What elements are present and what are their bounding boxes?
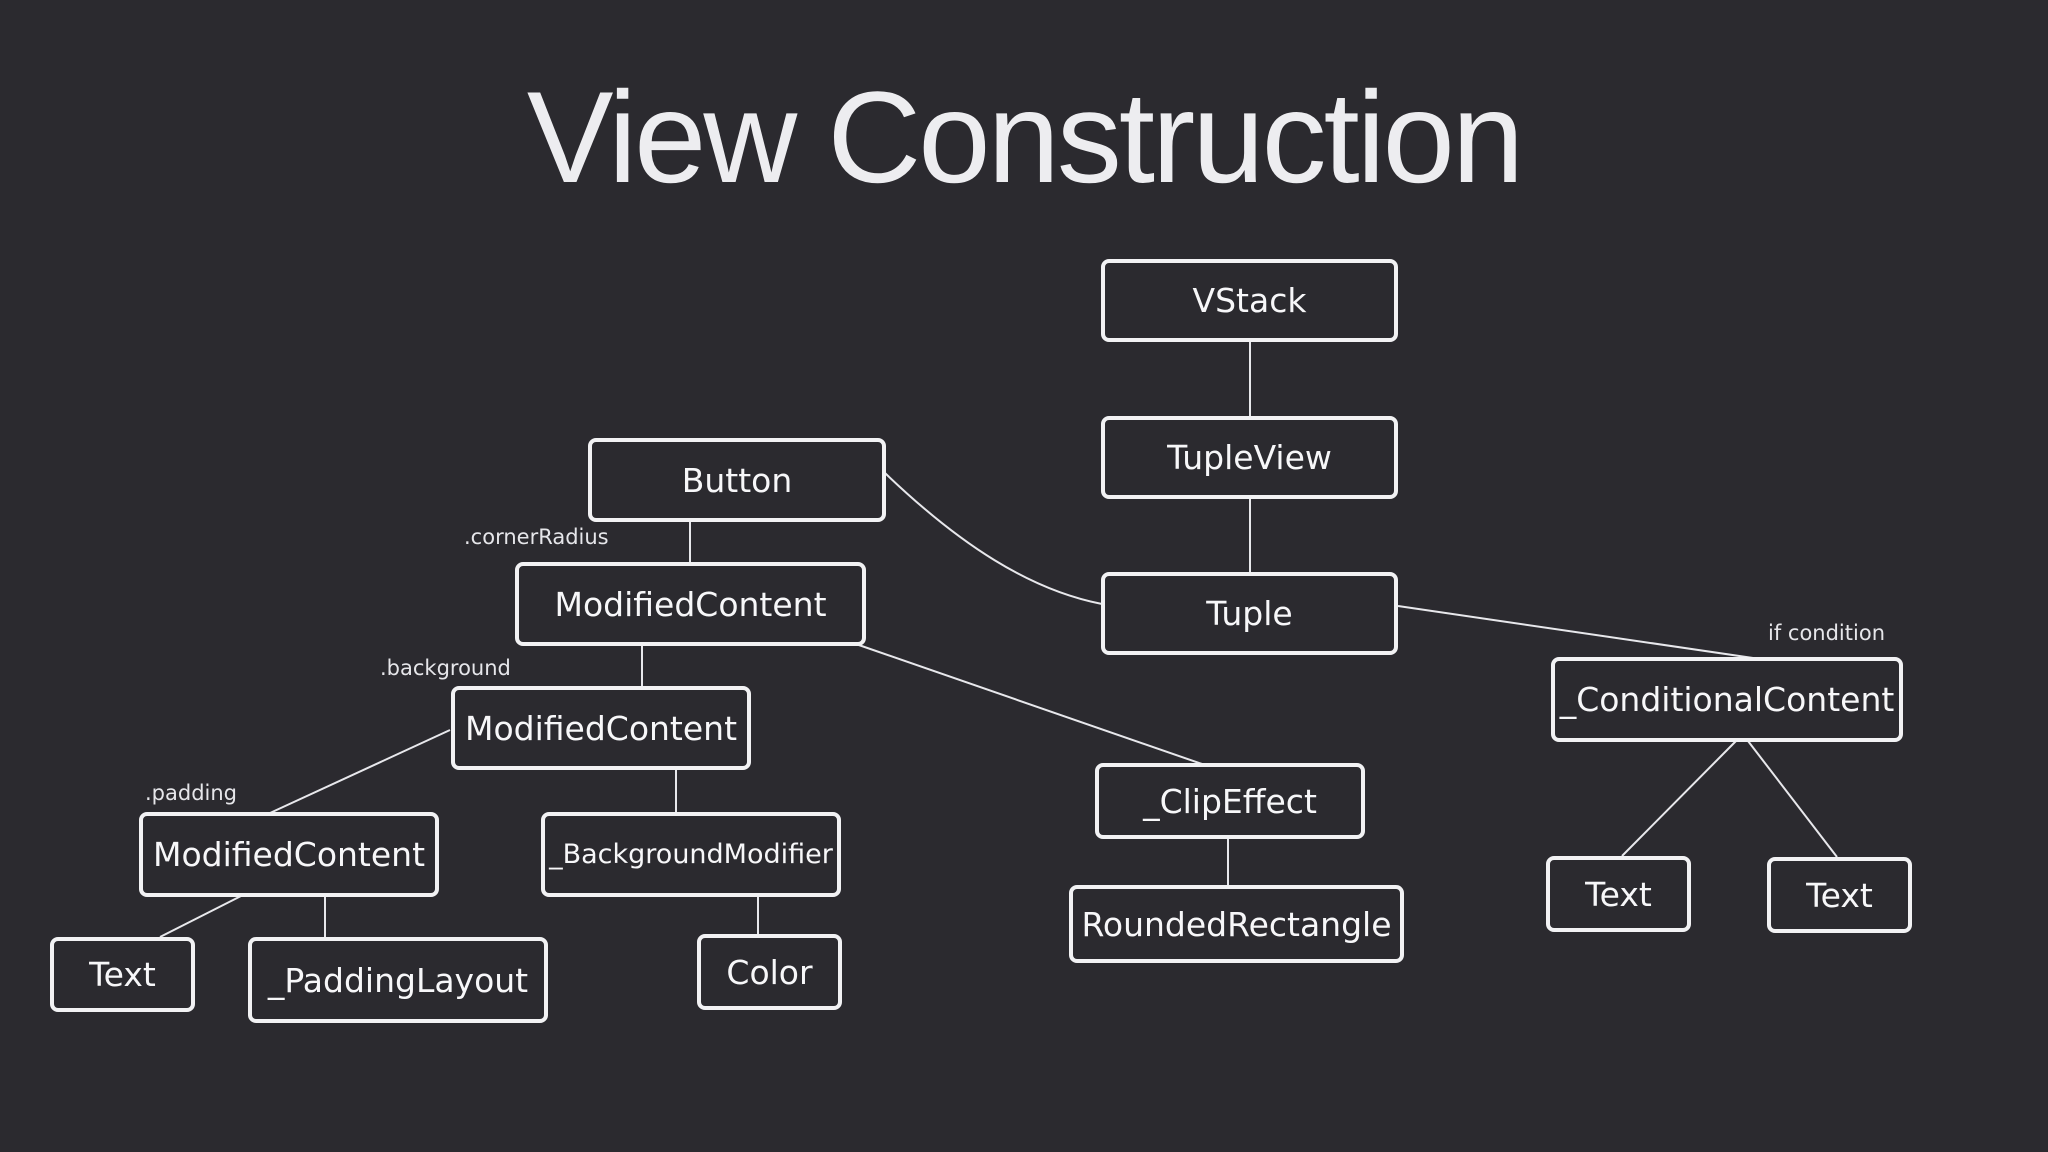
vstack-node: VStack bbox=[1101, 259, 1398, 342]
background-modifier-node: _BackgroundModifier bbox=[541, 812, 841, 897]
tupleview-node: TupleView bbox=[1101, 416, 1398, 499]
modified-content-node-corner-radius: ModifiedContent bbox=[515, 562, 866, 646]
edge-modified-content-clip-effect bbox=[852, 642, 1203, 765]
clip-effect-node: _ClipEffect bbox=[1095, 763, 1365, 839]
tuple-node: Tuple bbox=[1101, 572, 1398, 655]
edge-tuple-conditional-content bbox=[1397, 605, 1754, 659]
edge-modified-content-text bbox=[159, 894, 244, 938]
edge-conditional-content-text-left bbox=[1621, 740, 1737, 857]
if-condition-label: if condition bbox=[1768, 621, 1885, 645]
edge-tuple-button bbox=[884, 472, 1103, 605]
conditional-content-node: _ConditionalContent bbox=[1551, 657, 1903, 742]
page-title: View Construction bbox=[526, 64, 1524, 210]
edge-conditional-content-text-right bbox=[1747, 740, 1838, 858]
edge-modified-content-modified-content-padding bbox=[269, 729, 451, 814]
modified-content-node-background: ModifiedContent bbox=[451, 686, 751, 770]
corner-radius-label: .cornerRadius bbox=[464, 525, 609, 549]
text-node-conditional-right: Text bbox=[1767, 857, 1912, 933]
text-node-padding: Text bbox=[50, 937, 195, 1012]
background-label: .background bbox=[380, 656, 511, 680]
color-node: Color bbox=[697, 934, 842, 1010]
text-node-conditional-left: Text bbox=[1546, 856, 1691, 932]
rounded-rectangle-node: RoundedRectangle bbox=[1069, 885, 1404, 963]
padding-label: .padding bbox=[145, 781, 238, 805]
padding-layout-node: _PaddingLayout bbox=[248, 937, 548, 1023]
button-node: Button bbox=[588, 438, 886, 522]
modified-content-node-padding: ModifiedContent bbox=[139, 812, 439, 897]
